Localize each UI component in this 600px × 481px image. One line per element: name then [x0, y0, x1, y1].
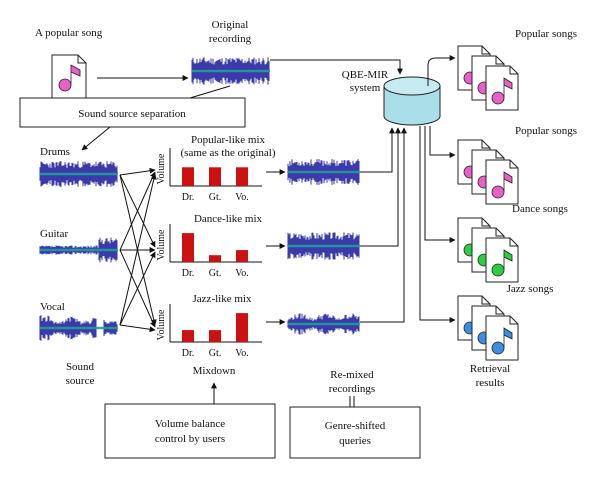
volume-bar-drums [182, 233, 194, 262]
bar-label-drums: Dr. [182, 192, 195, 203]
volume-balance-label-2: control by users [155, 433, 225, 445]
result-documents-popular-2 [457, 139, 519, 205]
arrows-remixed-to-system [360, 127, 407, 323]
volume-bar-drums [182, 330, 194, 342]
result-document-icon [485, 159, 519, 205]
original-waveform [191, 57, 270, 85]
mixdown-label: Mixdown [193, 365, 236, 377]
connector-original-separation [189, 85, 231, 99]
mix-title-popular-2: (same as the original) [181, 147, 276, 159]
genre-shifted-box [289, 406, 421, 459]
volume-axis-label: Volume [156, 309, 167, 340]
input-song-label: A popular song [35, 27, 103, 39]
vocal-waveform [39, 315, 118, 341]
volume-bar-vocal [236, 250, 248, 262]
result-document-icon [485, 65, 519, 111]
original-label-2: recording [209, 33, 252, 45]
volume-axis-label: Volume [156, 229, 167, 260]
result-label-3: Dance songs [512, 203, 568, 215]
result-documents-dance [457, 217, 519, 283]
drums-waveform [39, 161, 118, 187]
result-documents-jazz [457, 295, 519, 361]
arrow-separation-to-sources [81, 126, 111, 151]
arrow-original-to-system [270, 59, 403, 75]
bar-label-drums: Dr. [182, 268, 195, 279]
volume-bar-drums [182, 167, 194, 186]
source-label-drums: Drums [40, 146, 70, 158]
remixed-jazz-waveform [287, 313, 360, 335]
source-label-vocal: Vocal [40, 301, 65, 313]
input-song-document-icon [51, 54, 87, 99]
mix-title-jazz: Jazz-like mix [193, 293, 252, 305]
volume-bar-guitar [209, 255, 221, 262]
original-label-1: Original [212, 19, 249, 31]
remixed-label-1: Re-mixed [330, 369, 374, 381]
genre-shifted-label-1: Genre-shifted [325, 420, 386, 432]
remixed-popular-waveform [287, 159, 360, 185]
result-label-4: Jazz songs [507, 283, 554, 295]
database-icon [383, 76, 441, 126]
volume-bar-vocal [236, 313, 248, 342]
result-document-icon [485, 237, 519, 283]
volume-bar-vocal [236, 167, 248, 186]
bar-label-vocal: Vo. [235, 348, 248, 359]
volume-bar-guitar [209, 330, 221, 342]
sound-source-caption-1: Sound [66, 361, 95, 373]
volume-balance-label-1: Volume balance [155, 418, 225, 430]
remixed-dance-waveform [287, 232, 360, 260]
guitar-waveform [39, 237, 118, 263]
genre-shifted-label-2: queries [339, 435, 371, 447]
bar-label-vocal: Vo. [235, 268, 248, 279]
bar-label-guitar: Gt. [209, 348, 222, 359]
result-label-2: Popular songs [515, 125, 577, 137]
bar-label-vocal: Vo. [235, 192, 248, 203]
bar-label-guitar: Gt. [209, 192, 222, 203]
separation-box [19, 97, 246, 128]
system-label-1: QBE-MIR [342, 69, 389, 81]
result-document-icon [485, 315, 519, 361]
source-label-guitar: Guitar [40, 228, 68, 240]
volume-axis-label: Volume [156, 153, 167, 184]
retrieval-label-1: Retrieval [470, 363, 510, 375]
bar-label-drums: Dr. [182, 348, 195, 359]
mix-title-dance: Dance-like mix [194, 213, 263, 225]
mixing-crossing-arrows [119, 167, 157, 333]
result-documents-popular-1 [457, 45, 519, 111]
volume-balance-box [104, 403, 276, 459]
sound-source-caption-2: source [66, 375, 95, 387]
retrieval-label-2: results [476, 377, 505, 389]
volume-bar-guitar [209, 167, 221, 186]
bar-label-guitar: Gt. [209, 268, 222, 279]
arrows-system-to-results [419, 55, 456, 323]
result-label-1: Popular songs [515, 28, 577, 40]
remixed-label-2: recordings [329, 383, 375, 395]
system-label-2: system [350, 82, 381, 94]
separation-label: Sound source separation [78, 108, 186, 120]
mix-title-popular-1: Popular-like mix [191, 134, 266, 146]
